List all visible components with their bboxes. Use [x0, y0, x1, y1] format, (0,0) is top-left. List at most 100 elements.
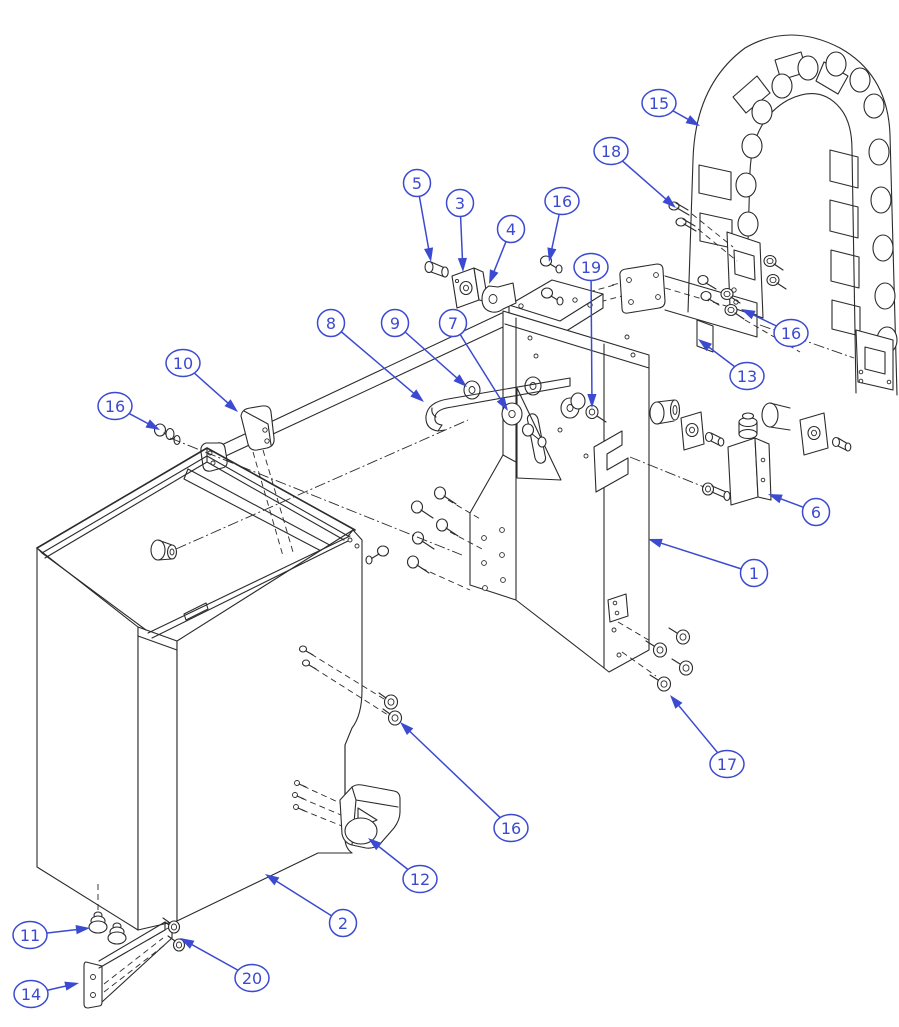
top-clamp-parts [424, 255, 564, 313]
callout-arrowhead [145, 419, 160, 430]
hook-part-8 [425, 377, 571, 432]
callout-arrowhead [75, 925, 90, 935]
screws-left-subplate [406, 486, 485, 591]
callout-7-11: 7 [438, 308, 508, 411]
callout-part-number: 20 [242, 969, 262, 988]
callout-part-number: 12 [410, 870, 430, 889]
callout-arrowhead [64, 981, 79, 991]
callout-balloon-circle [709, 749, 745, 779]
callout-part-number: 13 [737, 367, 757, 386]
screws-17 [617, 621, 694, 692]
callout-balloon-circle [402, 168, 432, 198]
callout-part-number: 16 [552, 192, 572, 211]
callout-balloon-circle [593, 136, 629, 166]
callout-arrowhead [368, 838, 382, 851]
callout-balloon-circle [438, 308, 468, 338]
callout-2-19: 2 [265, 874, 358, 938]
callout-arrowhead [265, 874, 280, 886]
callout-part-number: 16 [781, 324, 801, 343]
callout-16-13: 16 [97, 391, 160, 430]
callout-6-14: 6 [768, 494, 831, 527]
callout-arrowhead [489, 269, 499, 284]
callout-balloon-circle [573, 252, 609, 282]
callout-balloon-circle [739, 558, 769, 588]
callout-part-number: 16 [105, 397, 125, 416]
callout-balloon-circle [234, 963, 270, 993]
callout-leader-line [402, 724, 512, 829]
callout-part-number: 5 [412, 174, 422, 193]
cable-chain-part-15 [687, 34, 898, 396]
callout-16-17: 16 [400, 722, 529, 843]
screw-7-washer-stack [521, 423, 547, 448]
callout-16-5: 16 [544, 186, 580, 262]
callout-arrowhead [224, 399, 238, 412]
callout-13-8: 13 [698, 339, 765, 391]
callout-4-4: 4 [489, 214, 526, 284]
callout-arrowhead [670, 695, 683, 709]
callout-arrowhead [410, 389, 424, 402]
callout-part-number: 2 [338, 914, 348, 933]
callout-arrowhead [496, 396, 508, 411]
feet-part-11 [88, 884, 127, 945]
screw-16-left [153, 423, 181, 446]
callout-balloon-circle [544, 186, 580, 216]
screw-16-right [697, 254, 801, 353]
callout-balloon-circle [316, 308, 346, 338]
angle-bracket-part-14 [83, 921, 173, 1009]
callout-leader-line [590, 266, 593, 405]
callout-part-number: 3 [455, 194, 465, 213]
callout-balloon-circle [328, 908, 358, 938]
callout-3-3: 3 [445, 188, 475, 272]
callout-balloon-circle [97, 391, 133, 421]
callout-arrowhead [648, 538, 663, 548]
callout-5-2: 5 [402, 168, 434, 262]
callout-arrowhead [587, 393, 597, 408]
callout-17-16: 17 [670, 695, 745, 779]
callout-1-15: 1 [648, 538, 769, 588]
callout-balloon-circle [729, 361, 765, 391]
callout-balloon-circle [493, 813, 529, 843]
callout-leader-line [452, 322, 507, 409]
callout-arrowhead [180, 938, 195, 949]
callout-10-12: 10 [165, 348, 238, 412]
callout-14-22: 14 [13, 979, 79, 1009]
callout-9-10: 9 [380, 308, 467, 387]
callout-part-number: 15 [649, 94, 669, 113]
right-side-parts [629, 399, 852, 506]
callout-arrowhead [662, 195, 676, 208]
cabinet-part-2 [36, 447, 403, 1009]
callout-part-number: 7 [448, 314, 458, 333]
callout-balloon-circle [445, 188, 475, 218]
callout-part-number: 11 [20, 926, 40, 945]
callout-leader-line [330, 322, 422, 400]
callout-16-7: 16 [741, 309, 809, 348]
callout-arrowhead [453, 374, 467, 387]
screws-20 [147, 917, 186, 952]
callout-balloon-circle [801, 497, 831, 527]
callout-leader-line [394, 322, 465, 385]
callout-arrowhead [547, 247, 557, 262]
callout-part-number: 4 [506, 220, 516, 239]
callout-balloon-circle [165, 348, 201, 378]
callout-18-1: 18 [593, 136, 676, 208]
callout-leader-line [267, 875, 344, 924]
callout-arrowhead [741, 309, 756, 320]
callout-balloon-circle [496, 214, 526, 244]
callout-arrowhead [768, 494, 783, 504]
callout-part-number: 9 [390, 314, 400, 333]
callout-20-21: 20 [180, 938, 270, 993]
callout-part-number: 14 [21, 985, 41, 1004]
callout-arrowhead [424, 247, 434, 262]
callout-part-number: 16 [501, 819, 521, 838]
callout-balloon-circle [13, 979, 49, 1009]
callout-12-18: 12 [368, 838, 438, 894]
latch-part-12 [339, 784, 401, 849]
valve-block-part-6 [701, 412, 772, 506]
screws-16-bottom [298, 645, 403, 726]
callout-part-number: 6 [811, 503, 821, 522]
screw-19 [570, 392, 607, 423]
screw-right-panel [365, 545, 390, 565]
callout-arrowhead [400, 722, 414, 735]
